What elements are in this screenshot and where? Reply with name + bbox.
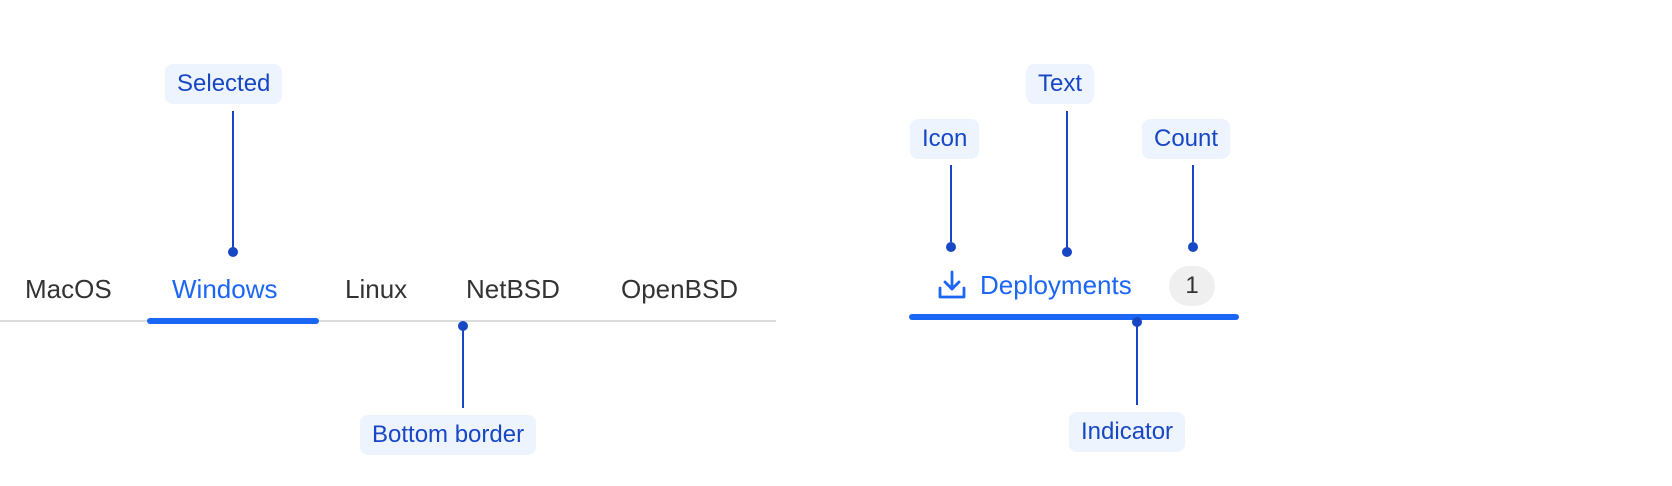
count-badge: 1	[1169, 266, 1215, 306]
callout-indicator: Indicator	[1069, 412, 1186, 452]
tab-bottom-border	[0, 320, 776, 322]
tab-openbsd[interactable]: OpenBSD	[621, 274, 739, 304]
callout-icon: Icon	[910, 119, 980, 159]
callout-bottom-border-line	[462, 326, 464, 408]
callout-selected-dot	[228, 247, 238, 257]
tab-windows[interactable]: Windows	[172, 274, 278, 304]
callout-text-line	[1066, 111, 1068, 248]
tab-deployments[interactable]: Deployments	[980, 270, 1132, 300]
callout-bottom-border: Bottom border	[360, 415, 537, 455]
callout-icon-line	[950, 165, 952, 242]
tab-netbsd[interactable]: NetBSD	[466, 274, 560, 304]
tab-indicator	[909, 314, 1239, 320]
selected-tab-indicator	[147, 318, 319, 324]
callout-icon-dot	[946, 242, 956, 252]
tab-macos[interactable]: MacOS	[25, 274, 112, 304]
callout-count: Count	[1142, 119, 1231, 159]
callout-selected: Selected	[165, 64, 283, 104]
callout-text-dot	[1062, 247, 1072, 257]
callout-selected-line	[232, 111, 234, 252]
callout-text: Text	[1026, 64, 1095, 104]
callout-indicator-line	[1136, 322, 1138, 405]
callout-count-line	[1192, 165, 1194, 242]
tab-linux[interactable]: Linux	[345, 274, 408, 304]
download-icon	[935, 268, 969, 302]
callout-count-dot	[1188, 242, 1198, 252]
